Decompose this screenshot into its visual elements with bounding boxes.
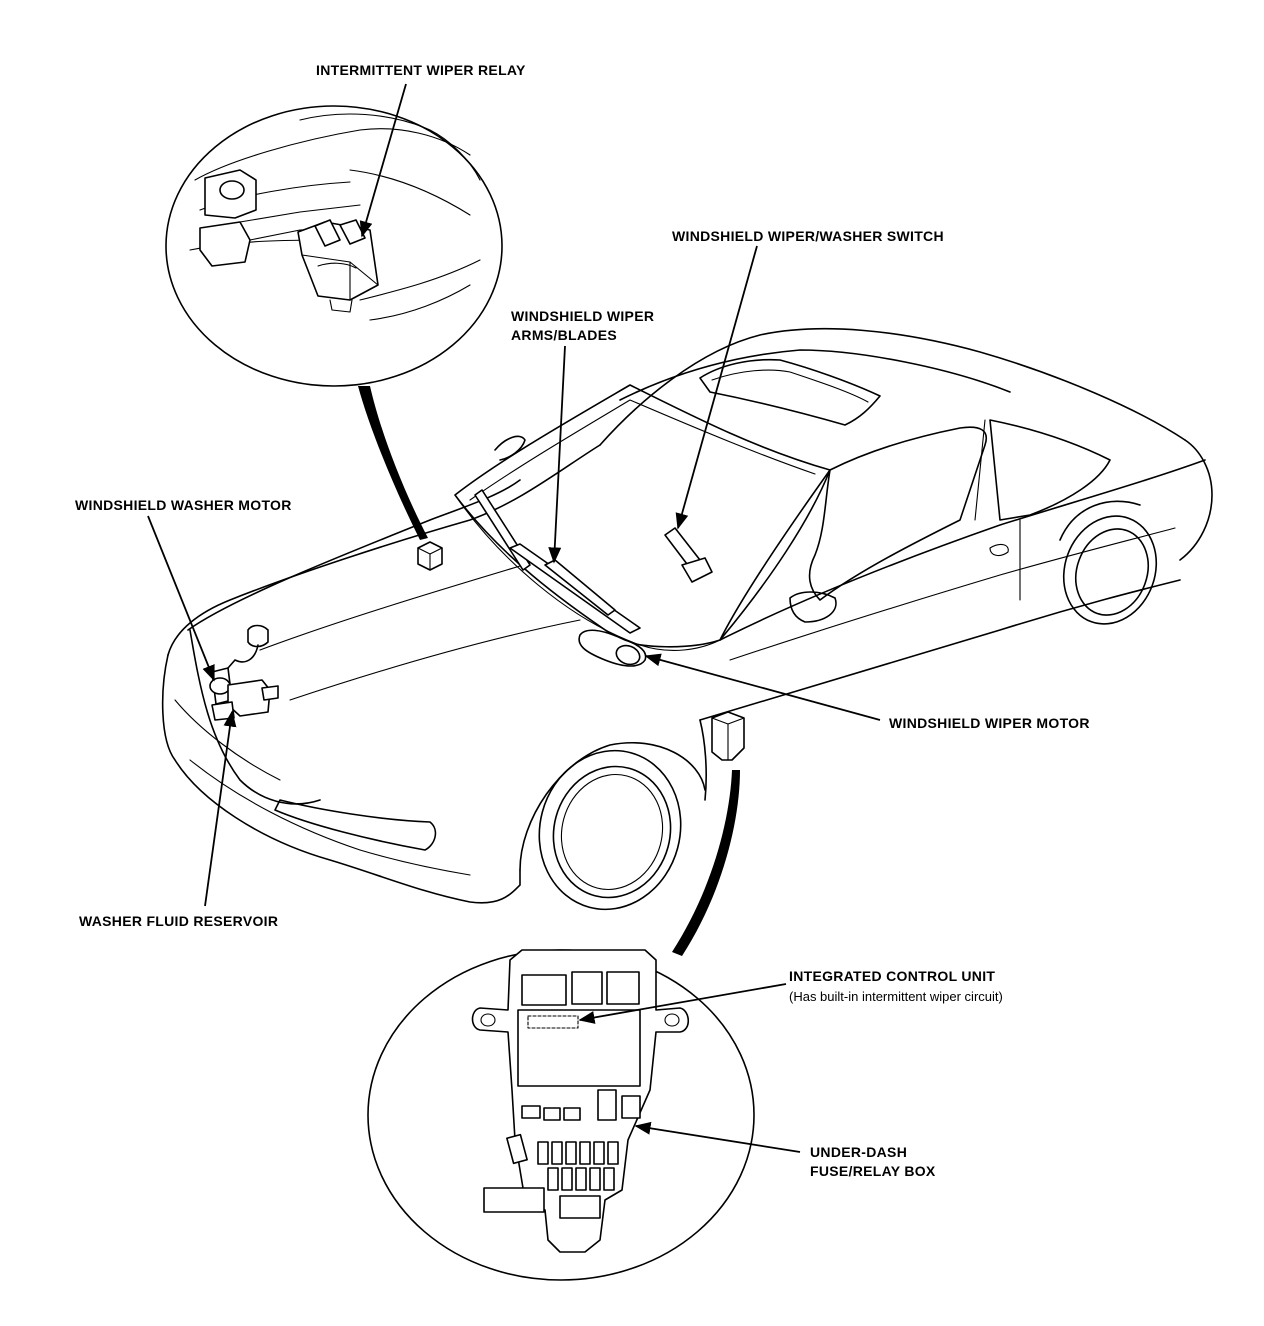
label-washer-motor: WINDSHIELD WASHER MOTOR	[75, 497, 292, 513]
label-fuse-box-line1: UNDER-DASH	[810, 1144, 908, 1160]
label-fuse-box-line2: FUSE/RELAY BOX	[810, 1163, 936, 1179]
wiper-motor-part	[578, 629, 647, 667]
label-integrated-control-unit: INTEGRATED CONTROL UNIT	[789, 968, 996, 984]
car-body	[161, 327, 1213, 911]
inset-leader-bottom	[672, 770, 740, 956]
label-integrated-control-unit-note: (Has built-in intermittent wiper circuit…	[789, 989, 1003, 1004]
fuse-box-detail-inset	[367, 949, 755, 1281]
label-wiper-arms-line2: ARMS/BLADES	[511, 327, 617, 343]
washer-assembly	[209, 624, 279, 721]
callout-pointers	[147, 83, 881, 1153]
inset-leader-top	[358, 386, 428, 540]
relay-detail-inset	[165, 105, 503, 387]
label-wiper-washer-switch: WINDSHIELD WIPER/WASHER SWITCH	[672, 228, 944, 244]
label-intermittent-wiper-relay: INTERMITTENT WIPER RELAY	[316, 62, 526, 78]
label-wiper-motor: WINDSHIELD WIPER MOTOR	[889, 715, 1090, 731]
relay-cube	[417, 541, 443, 571]
wiper-switch-part	[664, 527, 713, 583]
fuse-box-part	[711, 711, 745, 761]
label-wiper-arms-line1: WINDSHIELD WIPER	[511, 308, 655, 324]
wiper-blades	[474, 489, 641, 634]
label-washer-reservoir: WASHER FLUID RESERVOIR	[79, 913, 279, 929]
